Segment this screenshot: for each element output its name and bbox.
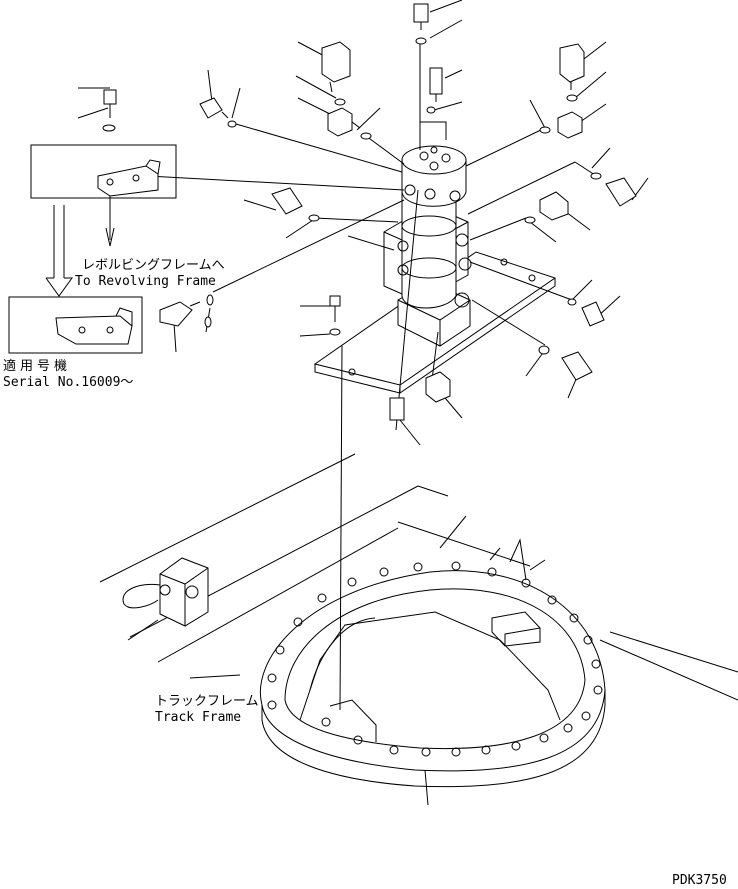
- drawing-code: PDK3750: [672, 873, 727, 888]
- track-frame-label-en: Track Frame: [155, 710, 242, 725]
- swivel-joint: [313, 121, 557, 394]
- serial-number-label: Serial No.16009～: [3, 375, 134, 390]
- track-frame-label-jp: トラックフレーム: [155, 694, 259, 709]
- bracket-detail-inset: [30, 89, 177, 297]
- hose-fittings: [159, 3, 637, 421]
- ring-bolt-holes: [267, 561, 603, 757]
- track-frame-block: [122, 557, 209, 641]
- track-frame-ring: [260, 561, 606, 806]
- applicable-serial-label-jp: 適用号機: [3, 359, 72, 374]
- revolving-frame-label-jp: レボルビングフレームへ: [82, 258, 225, 273]
- serial-bracket-inset: [8, 296, 143, 354]
- leader-lines: [147, 40, 596, 711]
- revolving-frame-label-en: To Revolving Frame: [75, 274, 216, 289]
